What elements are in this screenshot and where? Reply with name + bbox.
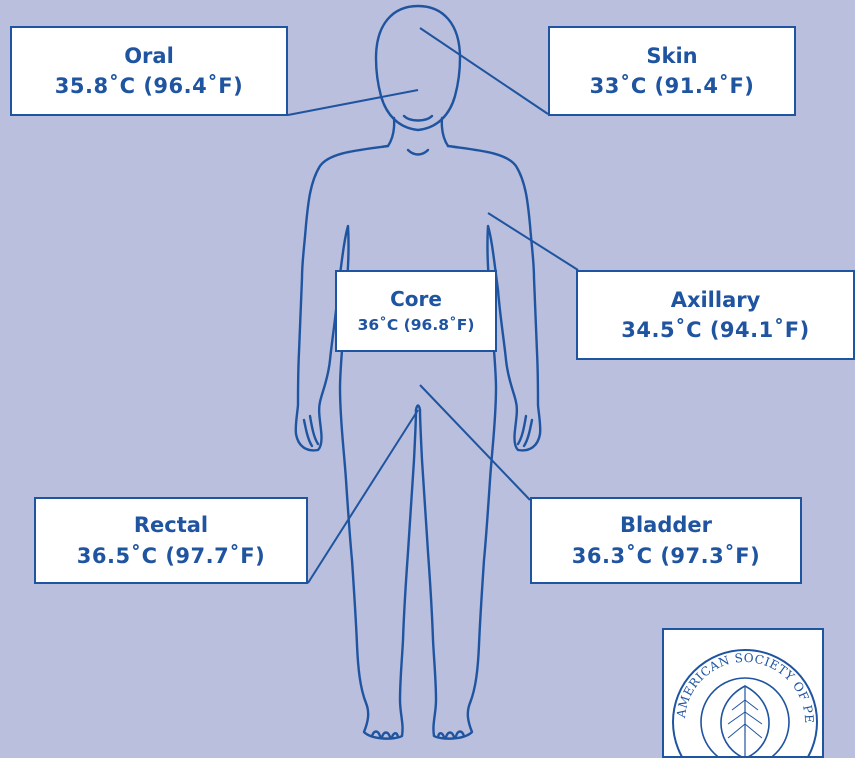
skin-leader (420, 28, 548, 114)
right-hand-fingers (518, 416, 532, 446)
oral-leader (288, 90, 418, 115)
rectal-label-box: Rectal 36.5˚C (97.7˚F) (34, 497, 308, 584)
axillary-label-box: Axillary 34.5˚C (94.1˚F) (576, 270, 855, 360)
neck-left (388, 118, 394, 146)
rectal-label: Rectal (134, 510, 208, 540)
bladder-temperature: 36.3˚C (97.3˚F) (572, 541, 760, 571)
axillary-label: Axillary (671, 285, 761, 315)
rectal-leader (308, 410, 418, 583)
crotch-line (416, 406, 420, 411)
collar (408, 150, 428, 155)
human-body-outline (296, 6, 541, 739)
core-label: Core (390, 285, 442, 314)
axillary-temperature: 34.5˚C (94.1˚F) (621, 315, 809, 345)
left-toes (372, 732, 398, 738)
bladder-label: Bladder (620, 510, 712, 540)
svg-text:AMERICAN SOCIETY OF PERIANESTH: AMERICAN SOCIETY OF PERIANESTHESIA NURSE… (664, 630, 816, 724)
skin-temperature: 33˚C (91.4˚F) (590, 71, 755, 101)
right-toes (438, 732, 464, 738)
chin-line (404, 116, 432, 121)
skin-label: Skin (646, 41, 697, 71)
skin-label-box: Skin 33˚C (91.4˚F) (548, 26, 796, 116)
neck-right (442, 118, 448, 146)
seal-graphic: AMERICAN SOCIETY OF PERIANESTHESIA NURSE… (664, 630, 824, 758)
oral-label-box: Oral 35.8˚C (96.4˚F) (10, 26, 288, 116)
aspan-seal-logo: AMERICAN SOCIETY OF PERIANESTHESIA NURSE… (662, 628, 824, 758)
rectal-temperature: 36.5˚C (97.7˚F) (77, 541, 265, 571)
core-temperature: 36˚C (96.8˚F) (358, 314, 475, 336)
left-hand-fingers (304, 416, 318, 446)
bladder-leader (420, 385, 530, 500)
bladder-label-box: Bladder 36.3˚C (97.3˚F) (530, 497, 802, 584)
oral-label: Oral (124, 41, 174, 71)
oral-temperature: 35.8˚C (96.4˚F) (55, 71, 243, 101)
head-outline (376, 6, 460, 130)
core-label-box: Core 36˚C (96.8˚F) (335, 270, 497, 352)
